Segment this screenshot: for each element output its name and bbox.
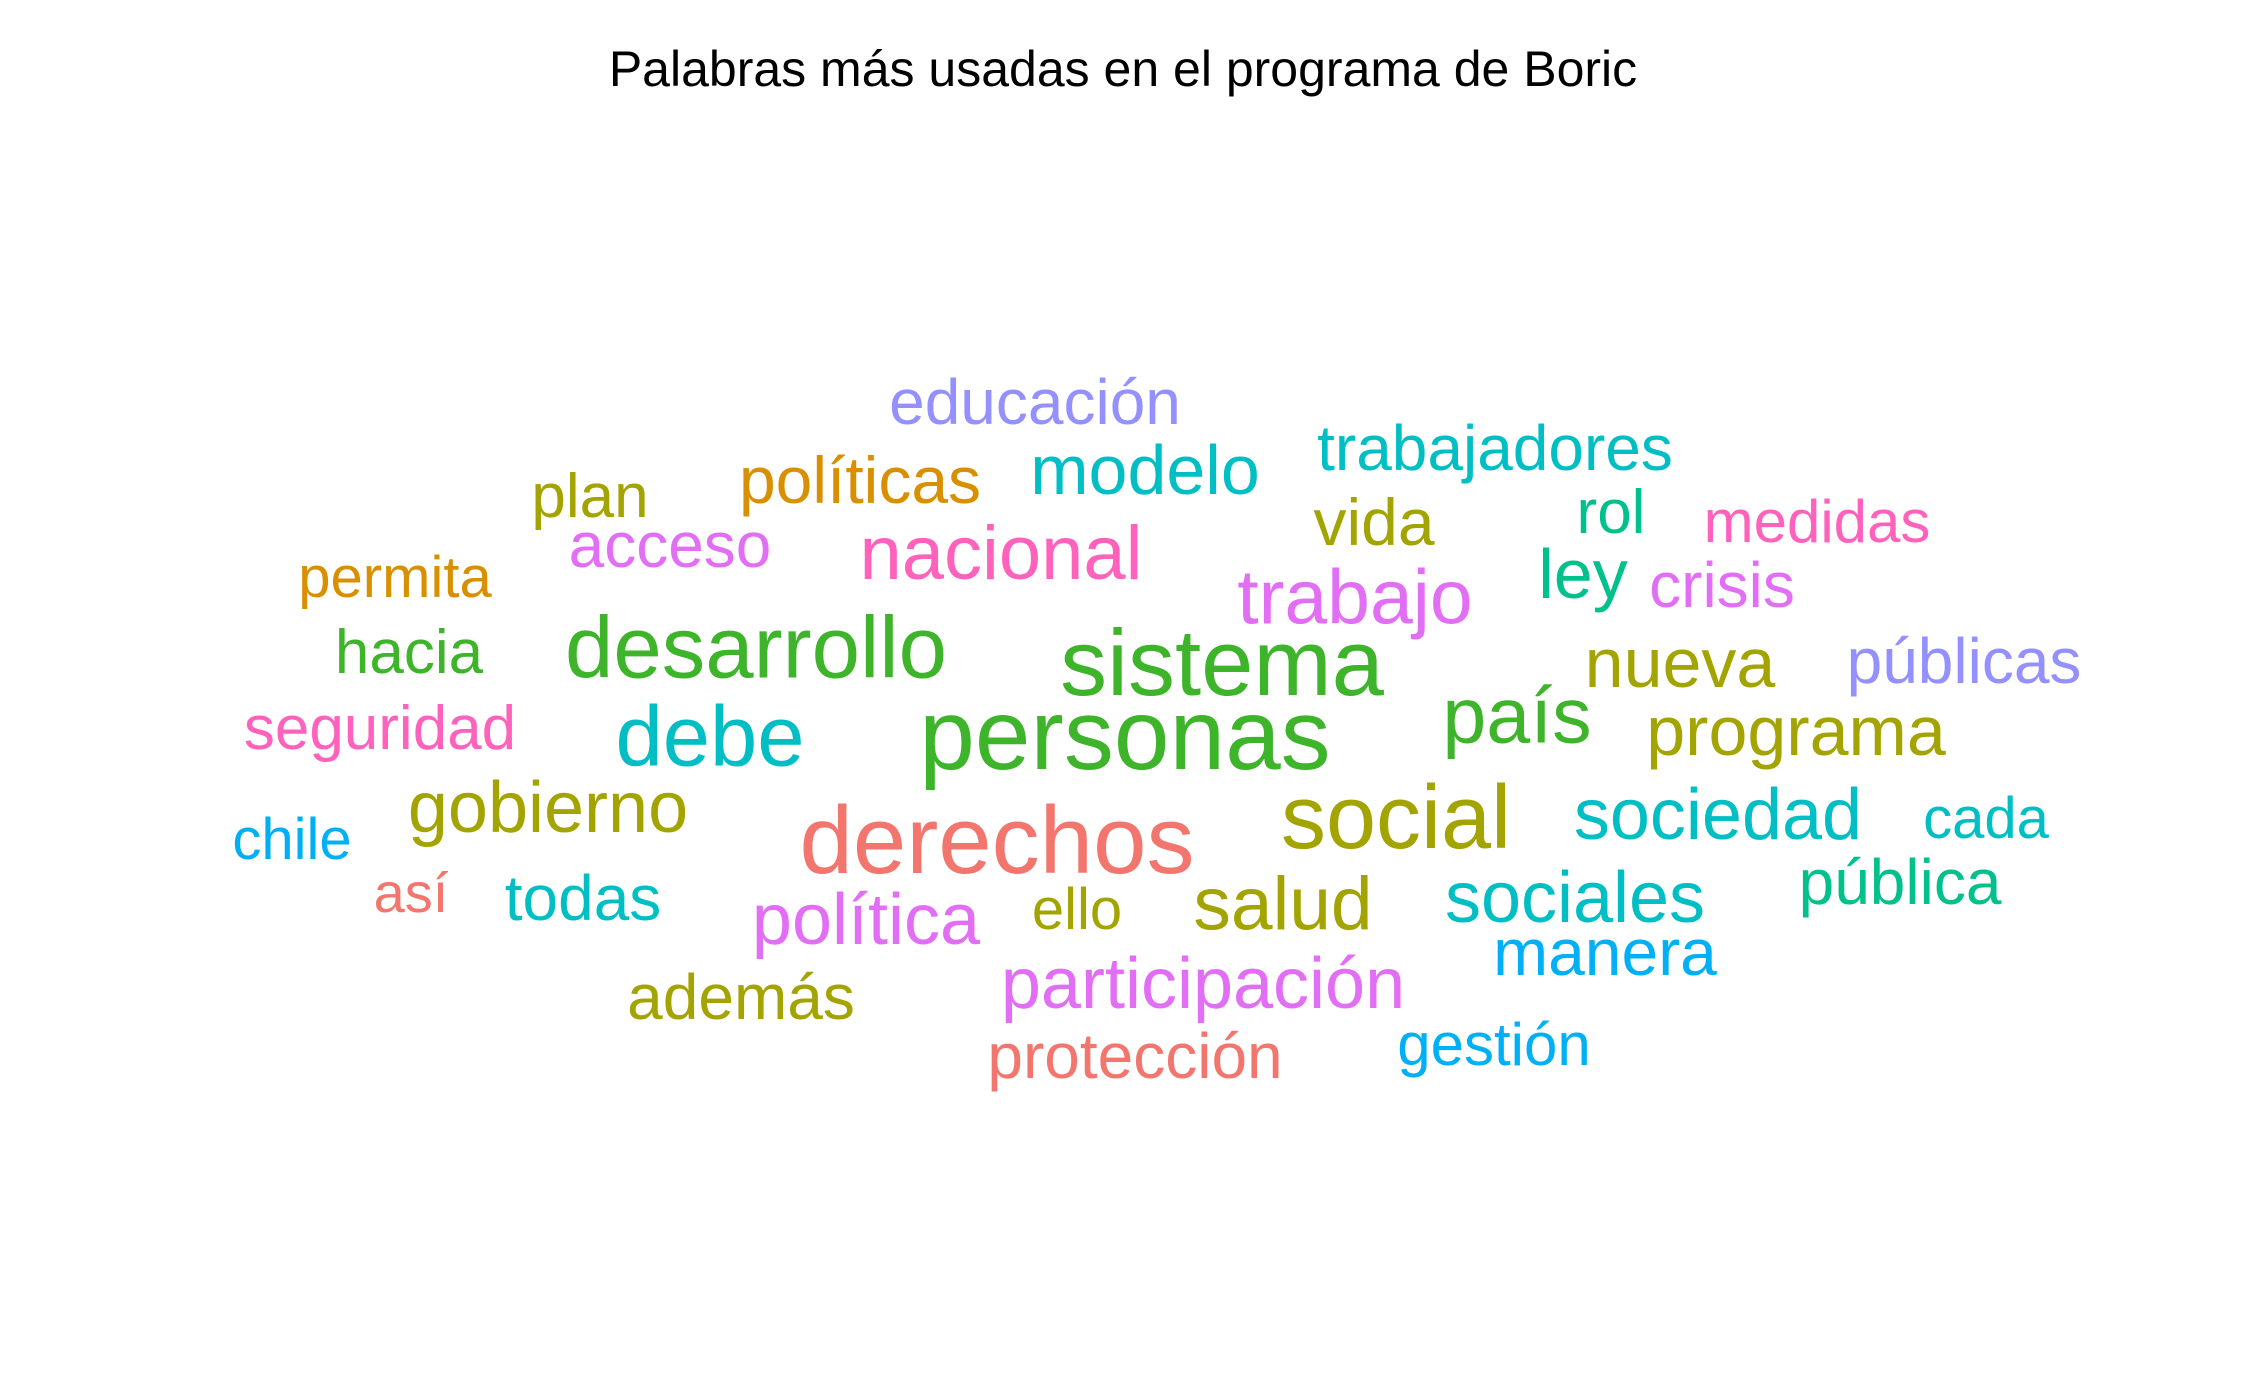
- word-todas: todas: [504, 862, 662, 934]
- word-ello: ello: [1031, 877, 1123, 942]
- word-social: social: [1280, 768, 1512, 868]
- word-educacion: educación: [889, 366, 1181, 438]
- word-personas: personas: [919, 679, 1331, 791]
- word-nueva: nueva: [1584, 624, 1776, 702]
- word-pais: país: [1442, 670, 1592, 760]
- word-manera: manera: [1493, 915, 1717, 989]
- word-politica: política: [751, 880, 981, 960]
- word-permita: permita: [298, 545, 492, 610]
- word-asi: así: [373, 861, 449, 924]
- word-chile: chile: [232, 807, 352, 872]
- word-programa: programa: [1646, 692, 1946, 770]
- word-modelo: modelo: [1030, 431, 1260, 509]
- word-participacion: participación: [1000, 944, 1406, 1024]
- word-nacional: nacional: [859, 511, 1143, 596]
- word-sociedad: sociedad: [1573, 775, 1863, 855]
- word-gestion: gestión: [1397, 1011, 1591, 1078]
- word-crisis: crisis: [1649, 549, 1795, 621]
- word-plan: plan: [531, 462, 649, 531]
- word-cada: cada: [1923, 786, 2049, 851]
- word-ademas: además: [627, 961, 855, 1033]
- word-desarrollo: desarrollo: [564, 599, 948, 697]
- word-trabajadores: trabajadores: [1317, 412, 1673, 484]
- word-derechos: derechos: [799, 787, 1195, 894]
- word-sistema: sistema: [1060, 610, 1384, 715]
- word-proteccion: protección: [987, 1020, 1283, 1092]
- word-seguridad: seguridad: [243, 694, 517, 763]
- word-gobierno: gobierno: [407, 768, 689, 848]
- word-acceso: acceso: [568, 509, 772, 581]
- chart-title: Palabras más usadas en el programa de Bo…: [608, 41, 1638, 97]
- word-publica: pública: [1798, 846, 2002, 918]
- word-vida: vida: [1313, 485, 1435, 559]
- word-ley: ley: [1538, 535, 1628, 613]
- word-salud: salud: [1193, 861, 1373, 946]
- word-trabajo: trabajo: [1237, 554, 1473, 641]
- word-medidas: medidas: [1703, 488, 1931, 555]
- word-rol: rol: [1576, 478, 1646, 547]
- word-sociales: sociales: [1444, 858, 1706, 938]
- word-hacia: hacia: [334, 618, 484, 687]
- word-publicas: públicas: [1846, 625, 2082, 697]
- word-politicas: políticas: [738, 443, 982, 517]
- word-debe: debe: [615, 689, 805, 785]
